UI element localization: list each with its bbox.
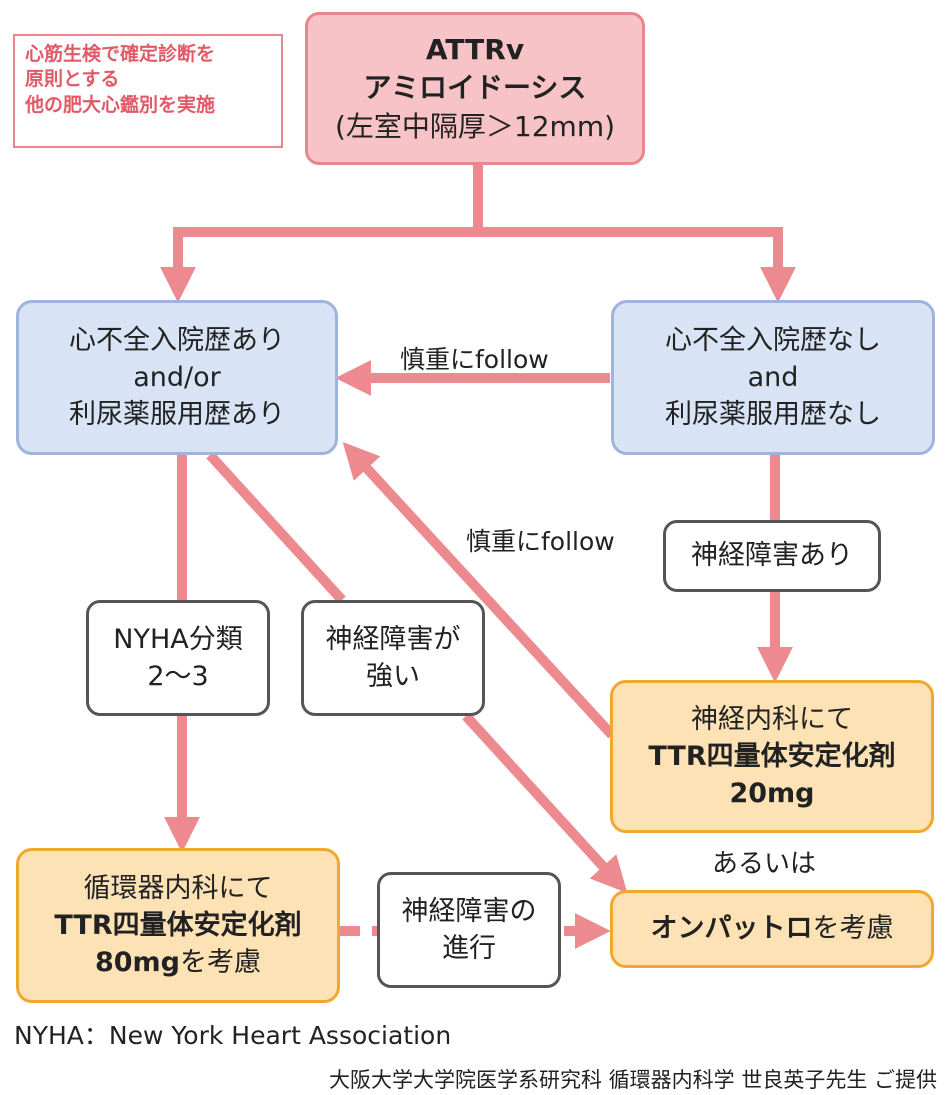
neuro-strong-line-2: 強い <box>366 661 420 692</box>
cardio-dept-line-1: 循環器内科にて <box>83 872 273 904</box>
neuro-dept-box: 神経内科にて TTR四量体安定化剤 20mg <box>610 680 934 833</box>
or-label: あるいは <box>712 849 817 879</box>
hf-no-line-3: 利尿薬服用歴なし <box>665 399 881 431</box>
onpattro-box: オンパットロを考慮 <box>610 890 934 968</box>
line-left-to-neuro-strong <box>206 451 346 604</box>
neuro-present-box: 神経障害あり <box>663 520 881 592</box>
footnote: NYHA：New York Heart Association <box>14 1021 452 1050</box>
cardio-dept-dose-line: 80mgを考慮 <box>95 944 261 981</box>
hf-no-line-1: 心不全入院歴なし <box>665 324 881 356</box>
nyha-line-1: NYHA分類 <box>113 623 243 655</box>
neuro-strong-line-1: 神経障害が <box>325 623 461 655</box>
arrow-neuro-strong-to-onpattro <box>462 712 628 893</box>
onpattro-consider: を考慮 <box>812 913 894 945</box>
hf-yes-line-2: and/or <box>133 361 221 393</box>
neuro-present-label: 神経障害あり <box>691 540 853 572</box>
onpattro-drug: オンパットロ <box>650 913 813 945</box>
neuro-dept-drug: TTR四量体安定化剤 <box>648 740 896 772</box>
neuro-dept-dose: 20mg <box>729 778 815 810</box>
cardio-dept-drug: TTR四量体安定化剤 <box>54 909 302 941</box>
hf-history-yes-box: 心不全入院歴あり and/or 利尿薬服用歴あり <box>16 300 338 455</box>
nyha-class-box: NYHA分類 2〜3 <box>86 600 270 716</box>
diagnosis-note: 心筋生検で確定診断を 原則とする 他の肥大心鑑別を実施 <box>13 34 283 148</box>
onpattro-line: オンパットロを考慮 <box>651 910 894 947</box>
hf-no-line-2: and <box>747 361 799 393</box>
hf-yes-line-1: 心不全入院歴あり <box>69 324 285 356</box>
neuro-progress-box: 神経障害の 進行 <box>377 872 561 988</box>
cardio-dept-box: 循環器内科にて TTR四量体安定化剤 80mgを考慮 <box>16 848 340 1003</box>
progress-line-1: 神経障害の <box>401 895 537 927</box>
attrv-box: ATTRv アミロイドーシス (左室中隔厚＞12mm) <box>305 12 645 165</box>
neuro-dept-line-1: 神経内科にて <box>691 703 853 735</box>
follow-label-horizontal: 慎重にfollow <box>400 345 549 374</box>
nyha-line-2: 2〜3 <box>147 661 209 692</box>
arrow-follow-diagonal <box>342 442 616 739</box>
note-line-1: 心筋生検で確定診断を <box>25 43 216 65</box>
progress-line-2: 進行 <box>442 933 496 964</box>
cardio-dept-dose: 80mg <box>94 947 181 979</box>
hf-history-no-box: 心不全入院歴なし and 利尿薬服用歴なし <box>611 300 935 455</box>
follow-label-diagonal: 慎重にfollow <box>466 527 615 556</box>
hf-yes-line-3: 利尿薬服用歴あり <box>69 399 285 431</box>
attrv-subtitle: アミロイドーシス <box>363 71 587 105</box>
cardio-dept-consider: を考慮 <box>180 947 262 979</box>
note-line-2: 原則とする <box>25 68 120 91</box>
credit: 大阪大学大学院医学系研究科 循環器内科学 世良英子先生 ご提供 <box>328 1068 937 1092</box>
note-line-3: 他の肥大心鑑別を実施 <box>25 93 216 116</box>
neuro-strong-box: 神経障害が 強い <box>301 600 485 716</box>
attrv-criteria: (左室中隔厚＞12mm) <box>334 109 616 143</box>
attrv-title: ATTRv <box>425 32 525 66</box>
